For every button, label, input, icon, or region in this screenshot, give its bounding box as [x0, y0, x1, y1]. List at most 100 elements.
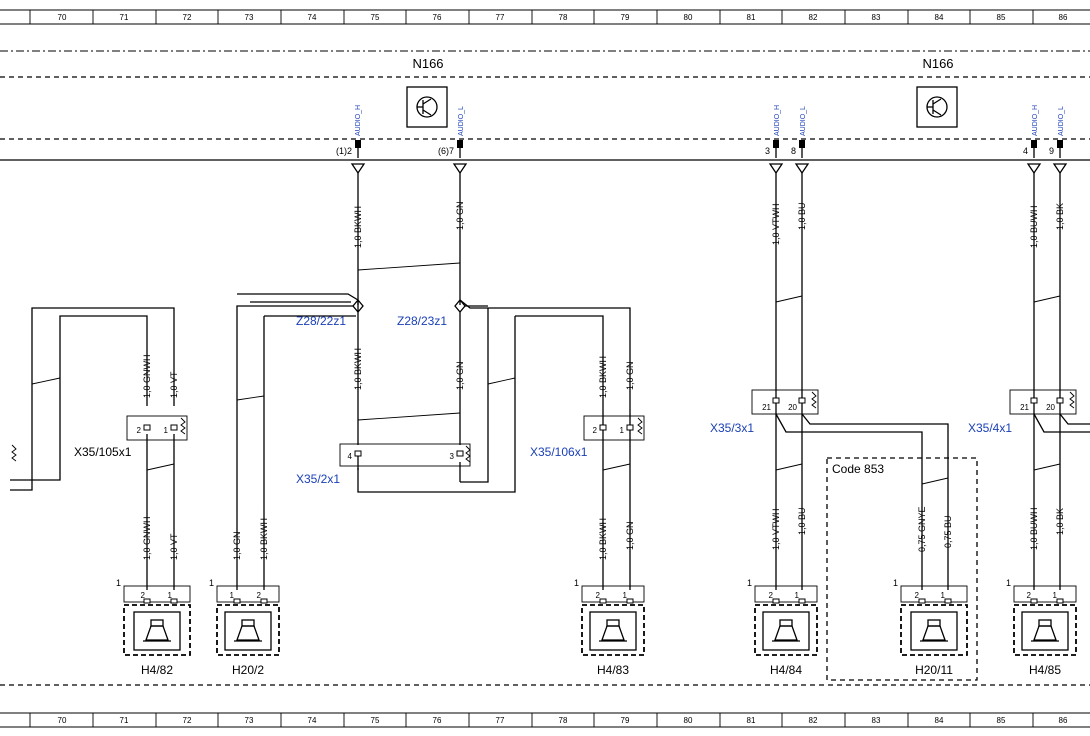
- ruler-cell: 81: [747, 716, 756, 725]
- component-pin-number: 1: [893, 578, 898, 588]
- component-pin-number: 2: [141, 591, 146, 600]
- code-option-box: [826, 457, 978, 681]
- ruler-cell: 85: [997, 716, 1006, 725]
- ruler-cell: 82: [809, 716, 818, 725]
- amplifier-icon: [406, 86, 448, 128]
- connector-label: X35/3x1: [710, 421, 754, 435]
- ruler-cell: 77: [496, 716, 505, 725]
- module-pin: 4: [1023, 140, 1037, 158]
- connector-x35-3x1: 21 20: [751, 389, 819, 415]
- ruler-cell: 79: [621, 716, 630, 725]
- wire-label: 1,0 GN: [455, 361, 465, 390]
- ruler-cell: 84: [935, 716, 944, 725]
- ruler-cell: 76: [433, 13, 442, 22]
- speaker-component-h4-85: 1 2 1: [1006, 578, 1077, 656]
- connector-x35-105x1: 2 1: [126, 415, 188, 441]
- component-pin-number: 2: [1027, 591, 1032, 600]
- connector-pin-number: 1: [620, 426, 625, 435]
- connector-pin-number: 20: [788, 403, 797, 412]
- wire-label: 1,0 BUWH: [1029, 205, 1039, 248]
- pin-signal-label: AUDIO_L: [800, 106, 807, 136]
- wire-label: 1,0 GN: [625, 361, 635, 390]
- speaker-icon: [599, 619, 627, 642]
- speaker-component-h4-82: 1 2 1: [116, 578, 191, 656]
- ruler-cell: 75: [371, 716, 380, 725]
- wire-label: 1,0 GN: [455, 201, 465, 230]
- ruler-cell: 70: [58, 716, 67, 725]
- wire-label: 1,0 VT: [169, 533, 179, 560]
- ruler-cell: 84: [935, 13, 944, 22]
- module-pin: 3: [765, 140, 779, 158]
- wire-label: 1,0 BKWH: [598, 356, 608, 398]
- ruler-cell: 80: [684, 13, 693, 22]
- component-label: H20/2: [232, 663, 264, 677]
- ruler-cell: 73: [245, 716, 254, 725]
- speaker-component-h20-11: 1 2 1: [893, 578, 968, 656]
- pin-number: (1)2: [336, 146, 352, 156]
- splice-label: Z28/22z1: [296, 314, 346, 328]
- pin-signal-label: AUDIO_L: [1058, 106, 1065, 136]
- pin-signal-label: AUDIO_H: [355, 105, 362, 136]
- module-label: N166: [922, 56, 953, 71]
- wire-label: 1,0 BU: [797, 202, 807, 230]
- component-pin-number: 1: [230, 591, 235, 600]
- wire-bundle-4x1: [1033, 173, 1090, 590]
- connector-x35-4x1: 21 20: [1009, 389, 1077, 415]
- ruler-cell: 74: [308, 716, 317, 725]
- module-pin: 8: [791, 140, 805, 158]
- wire-label: 1,0 BKWH: [598, 518, 608, 560]
- pin-signal-label: AUDIO_H: [1032, 105, 1039, 136]
- wire-bundle-left: [10, 307, 175, 590]
- wire-label: 1,0 VTWH: [771, 203, 781, 245]
- speaker-icon: [772, 619, 800, 642]
- connector-pin-number: 4: [348, 452, 353, 461]
- ruler-cell: 78: [559, 13, 568, 22]
- connector-label: X35/2x1: [296, 472, 340, 486]
- wire-label: 1,0 GNWH: [142, 516, 152, 560]
- component-pin-number: 2: [257, 591, 262, 600]
- wire-label: 1,0 BKWH: [353, 206, 363, 248]
- wire-bundle-3x1: [775, 173, 949, 590]
- pin-signal-label: AUDIO_H: [774, 105, 781, 136]
- amplifier-icon: [916, 86, 958, 128]
- ruler-cell: 86: [1059, 13, 1068, 22]
- ruler-cell: 71: [120, 716, 129, 725]
- connector-x35-2x1: 4 3: [339, 443, 471, 470]
- ruler-cell: 85: [997, 13, 1006, 22]
- component-pin-number: 2: [915, 591, 920, 600]
- wire-label: 1,0 BUWH: [1029, 507, 1039, 550]
- pin-number: 3: [765, 146, 770, 156]
- ruler-cell: 74: [308, 13, 317, 22]
- ruler-cell: 78: [559, 716, 568, 725]
- component-pin-number: 1: [941, 591, 946, 600]
- component-pin-number: 1: [795, 591, 800, 600]
- wire-label: 1,0 GN: [625, 521, 635, 550]
- code-label: Code 853: [832, 462, 884, 476]
- ruler-cell: 72: [183, 13, 192, 22]
- ruler-cell: 83: [872, 716, 881, 725]
- component-pin-number: 1: [574, 578, 579, 588]
- ruler-cell: 71: [120, 13, 129, 22]
- module-pin: 9: [1049, 140, 1063, 158]
- component-pin-number: 1: [116, 578, 121, 588]
- wire-bundle-106: [602, 360, 631, 590]
- pin-number: (6)7: [438, 146, 454, 156]
- speaker-component-h4-84: 1 2 1: [747, 578, 818, 656]
- speaker-component-h4-83: 1 2 1: [574, 578, 645, 656]
- component-label: H4/83: [597, 663, 629, 677]
- ruler-cell: 73: [245, 13, 254, 22]
- component-label: H4/84: [770, 663, 802, 677]
- component-label: H4/82: [141, 663, 173, 677]
- connector-pin-number: 20: [1046, 403, 1055, 412]
- ruler-cell: 82: [809, 13, 818, 22]
- wire-label: 1,0 BK: [1055, 203, 1065, 230]
- connector-pin-number: 2: [137, 426, 142, 435]
- component-pin-number: 2: [769, 591, 774, 600]
- connector-pin-number: 21: [762, 403, 771, 412]
- wire-bundle-center: [236, 173, 631, 508]
- wire-label: 1,0 BU: [797, 507, 807, 535]
- wire-label: 0,75 GNYE: [917, 506, 927, 552]
- ruler-cell: 70: [58, 13, 67, 22]
- component-pin-number: 1: [1006, 578, 1011, 588]
- pin-signal-label: AUDIO_L: [458, 106, 465, 136]
